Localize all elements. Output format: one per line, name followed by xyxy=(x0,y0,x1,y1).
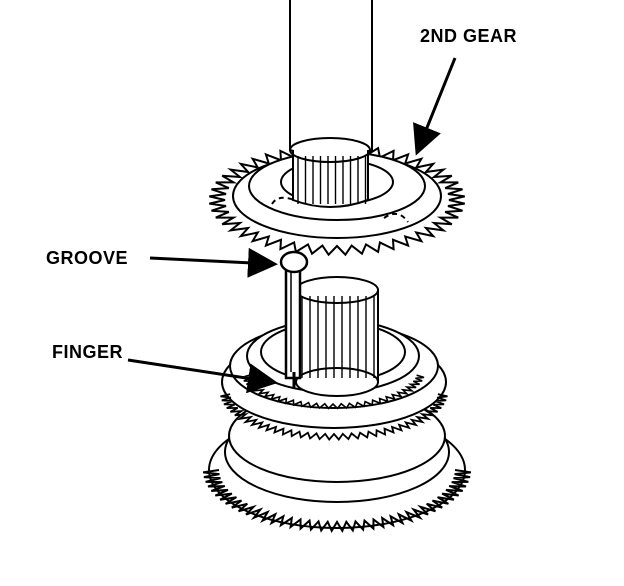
lower-helical-gear xyxy=(202,389,472,533)
splined-hub xyxy=(295,276,379,397)
label-groove: GROOVE xyxy=(46,247,278,278)
label-finger: FINGER xyxy=(52,342,278,394)
label-text-finger: FINGER xyxy=(52,342,123,362)
label-text-groove: GROOVE xyxy=(46,248,128,268)
label-second-gear: 2ND GEAR xyxy=(413,26,517,156)
label-text-second-gear: 2ND GEAR xyxy=(420,26,517,46)
shaft xyxy=(289,0,373,208)
synchro-finger xyxy=(279,250,309,388)
